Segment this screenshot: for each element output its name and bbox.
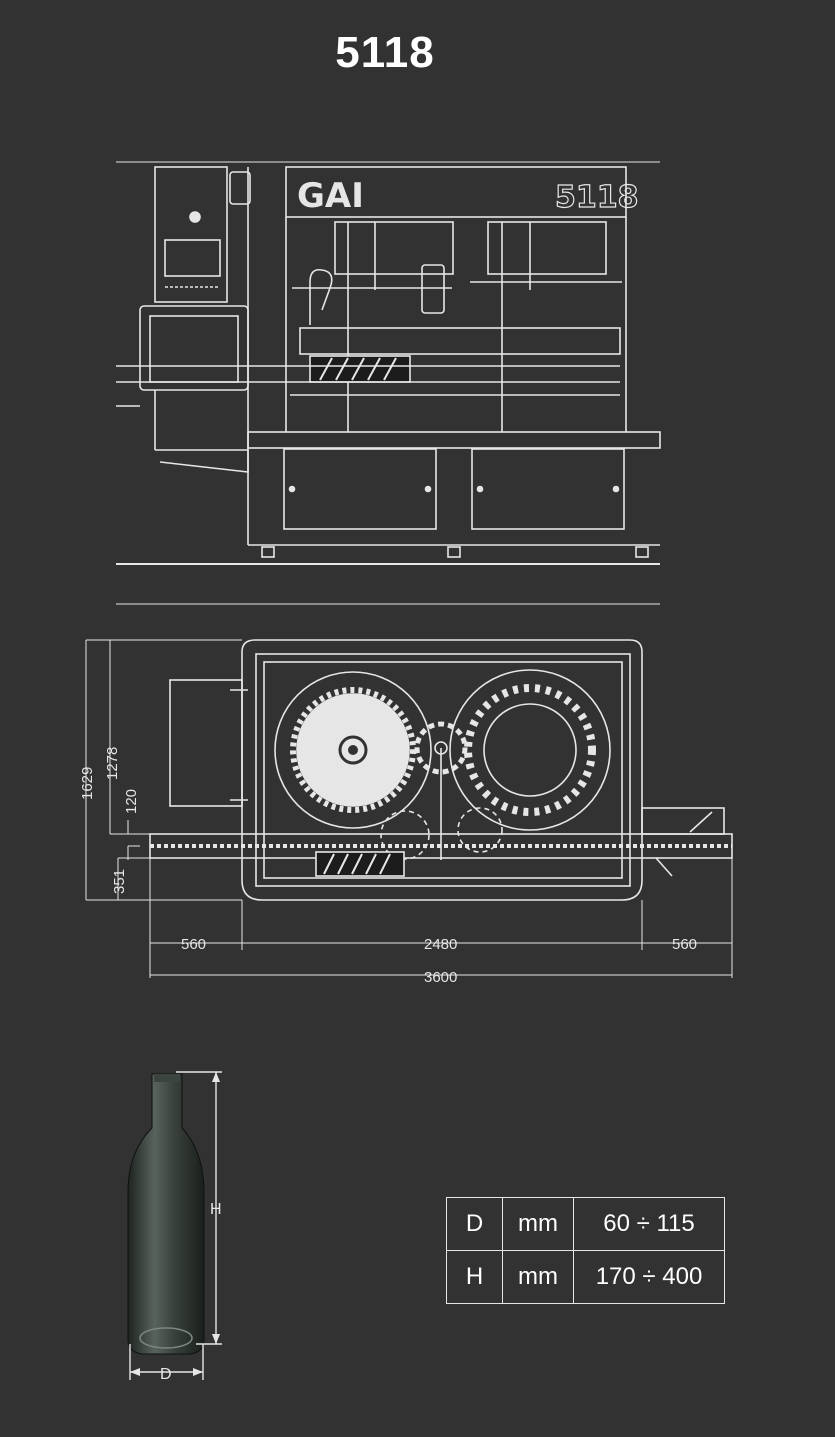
specs-table: D mm 60 ÷ 115 H mm 170 ÷ 400 <box>446 1197 725 1304</box>
spec-range: 60 ÷ 115 <box>573 1197 725 1251</box>
spec-param: D <box>446 1197 503 1251</box>
spec-unit: mm <box>502 1197 574 1251</box>
table-row: H mm 170 ÷ 400 <box>446 1250 725 1304</box>
spec-param: H <box>446 1250 503 1304</box>
front-view-drawing <box>116 161 661 565</box>
dim-machine-width: 2480 <box>424 936 457 953</box>
model-plate: 5118 <box>555 180 639 215</box>
spec-range: 170 ÷ 400 <box>573 1250 725 1304</box>
plan-dimension-labels: 1629 1278 120 351 560 2480 560 3600 <box>79 747 697 986</box>
dim-overall-depth: 1629 <box>79 767 96 800</box>
table-row: D mm 60 ÷ 115 <box>446 1197 725 1251</box>
dim-conveyor-low: 351 <box>111 869 128 894</box>
dim-left-infeed: 560 <box>181 936 206 953</box>
plan-view-drawing <box>85 603 733 978</box>
bottle-height-label: H <box>210 1201 222 1218</box>
dim-frame-depth: 1278 <box>104 747 121 780</box>
brand-logo: GAI <box>297 176 364 216</box>
bottle-illustration <box>127 1073 205 1355</box>
bottle-diameter-label: D <box>160 1366 172 1383</box>
dim-overall-width: 3600 <box>424 969 457 986</box>
page-title: 5118 <box>335 28 435 77</box>
dim-right-outfeed: 560 <box>672 936 697 953</box>
spec-unit: mm <box>502 1250 574 1304</box>
dim-conveyor-offset: 120 <box>123 789 140 814</box>
bottle-dimensions <box>129 1071 222 1380</box>
